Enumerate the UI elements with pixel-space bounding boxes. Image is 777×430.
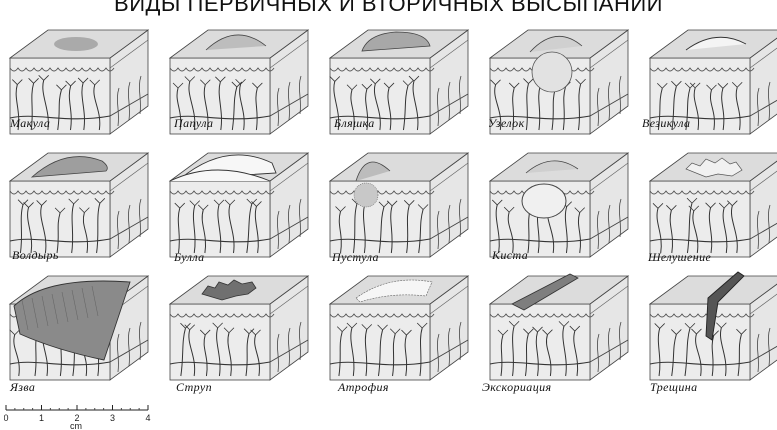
lesion-label: Бляшка: [334, 116, 375, 131]
crust-icon: [166, 268, 316, 383]
scale-tick-label: 0: [4, 413, 9, 423]
wheal-icon: [6, 145, 156, 260]
lesion-panel: [326, 268, 476, 383]
lesion-panel: [166, 268, 316, 383]
scale-tick-label: 3: [110, 413, 115, 423]
lesion-panel: [646, 145, 777, 260]
lesion-label: Волдырь: [12, 248, 59, 263]
lesion-panel: [166, 145, 316, 260]
lesion-label: Папула: [174, 116, 213, 131]
scale-tick-label: 1: [39, 413, 44, 423]
lesion-label: Киста: [492, 248, 528, 263]
scale-icon: [646, 145, 777, 260]
lesion-panel: [326, 145, 476, 260]
lesion-label: Язва: [10, 380, 35, 395]
ulcer-icon: [6, 268, 156, 383]
lesion-label: Струп: [176, 380, 212, 395]
atrophy-icon: [326, 268, 476, 383]
lesion-label: Шелушение: [648, 250, 711, 265]
pustule-icon: [326, 145, 476, 260]
lesion-panel: [6, 268, 156, 383]
lesion-panel: [486, 268, 636, 383]
fissure-icon: [646, 268, 777, 383]
lesion-panel: [646, 268, 777, 383]
bulla-icon: [166, 145, 316, 260]
excoriation-icon: [486, 268, 636, 383]
lesion-label: Трещина: [650, 380, 698, 395]
lesion-label: Везикула: [642, 116, 690, 131]
lesion-label: Пустула: [332, 250, 379, 265]
lesion-panel: [486, 145, 636, 260]
lesion-label: Макула: [10, 116, 50, 131]
lesion-label: Булла: [174, 250, 205, 265]
lesion-label: Экскориация: [482, 380, 551, 395]
cyst-icon: [486, 145, 636, 260]
lesion-label: Узелок: [488, 116, 525, 131]
lesion-label: Атрофия: [338, 380, 389, 395]
scale-tick-label: 4: [145, 413, 150, 423]
scale-unit-label: cm: [70, 421, 82, 430]
diagram-title: ВИДЫ ПЕРВИЧНЫХ И ВТОРИЧНЫХ ВЫСЫПАНИЙ: [0, 0, 777, 17]
lesion-panel: [6, 145, 156, 260]
